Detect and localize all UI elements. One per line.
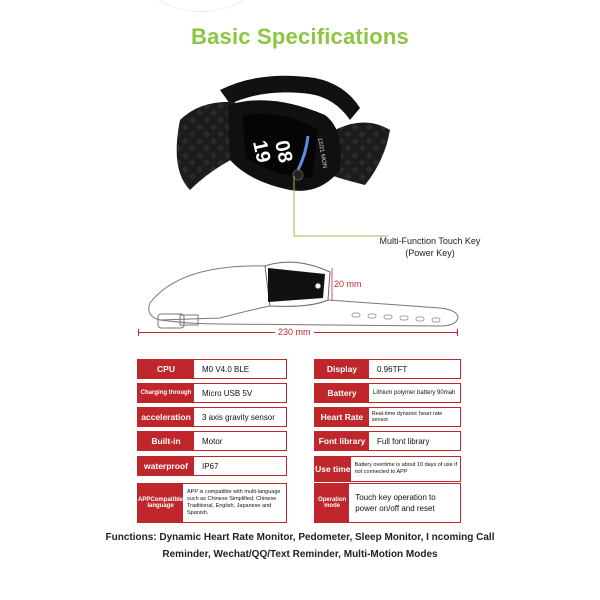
spec-label: APPCompatible language xyxy=(138,484,184,522)
decorative-circle xyxy=(140,0,262,12)
touch-key-callout: Multi-Function Touch Key (Power Key) xyxy=(360,235,500,259)
width-dimension-label: 20 mm xyxy=(334,279,362,289)
spec-label: Built-in xyxy=(138,432,194,450)
page-title: Basic Specifications xyxy=(191,24,409,49)
spec-value: Real-time dynamic heart rate sensor xyxy=(371,411,443,423)
spec-label: Heart Rate xyxy=(315,408,369,426)
spec-row-charging: Charging through Micro USB 5V xyxy=(137,383,287,403)
spec-value: APP is compatible with multi-language su… xyxy=(187,489,281,516)
spec-value: Battery overtime is about 10 days of use… xyxy=(354,462,458,475)
spec-row-cpu: CPU M0 V4.0 BLE xyxy=(137,359,287,379)
spec-row-battery: Battery Lithium polymer battery 90mah xyxy=(314,383,461,403)
spec-label: Operation mode xyxy=(315,484,350,522)
spec-label: Battery xyxy=(315,384,369,402)
spec-row-app-language: APPCompatible language APP is compatible… xyxy=(137,483,287,523)
screen-hour: 19 xyxy=(248,138,274,164)
spec-label: Charging through xyxy=(138,384,194,402)
spec-label: Font library xyxy=(315,432,369,450)
dimension-tick-left xyxy=(138,329,139,336)
spec-row-waterproof: waterproof IP67 xyxy=(137,456,287,476)
band-side-view-drawing xyxy=(148,261,459,329)
spec-row-acceleration: acceleration 3 axis gravity sensor xyxy=(137,407,287,427)
spec-label: CPU xyxy=(138,360,194,378)
spec-label: waterproof xyxy=(138,457,194,475)
spec-row-font-library: Font library Full font library xyxy=(314,431,461,451)
functions-text: Functions: Dynamic Heart Rate Monitor, P… xyxy=(0,529,600,563)
spec-row-display: Display 0.96TFT xyxy=(314,359,461,379)
callout-title: Multi-Function Touch Key xyxy=(379,236,481,246)
callout-subtitle: (Power Key) xyxy=(405,248,455,258)
spec-row-built-in: Built-in Motor xyxy=(137,431,287,451)
spec-value: Lithium polymer battery 90mah xyxy=(373,390,456,396)
spec-row-use-time: Use time Battery overtime is about 10 da… xyxy=(314,456,461,482)
functions-line-1: Functions: Dynamic Heart Rate Monitor, P… xyxy=(105,532,495,543)
spec-value: Full font library xyxy=(377,436,430,446)
spec-value: M0 V4.0 BLE xyxy=(202,364,250,374)
spec-value: Motor xyxy=(202,436,223,446)
spec-value: Touch key operation to power on/off and … xyxy=(355,493,436,513)
screen-minute: 08 xyxy=(270,138,296,164)
spec-value: IP67 xyxy=(202,461,219,471)
dimension-tick-right xyxy=(457,329,458,336)
spec-row-operation-mode: Operation mode Touch key operation to po… xyxy=(314,483,461,523)
spec-label: Use time xyxy=(315,457,351,481)
length-dimension-label: 230 mm xyxy=(275,327,314,337)
screen-date: 12/21 MON xyxy=(316,137,327,168)
spec-label: Display xyxy=(315,360,369,378)
fitness-band-image: 19 08 12/21 MON xyxy=(176,75,390,191)
functions-line-2: Reminder, Wechat/QQ/Text Reminder, Multi… xyxy=(162,549,438,560)
spec-value: 3 axis gravity sensor xyxy=(202,412,275,422)
spec-value: Micro USB 5V xyxy=(202,388,253,398)
callout-leader-line xyxy=(293,176,388,237)
spec-value: 0.96TFT xyxy=(377,364,408,374)
spec-label: acceleration xyxy=(138,408,194,426)
spec-row-heart-rate: Heart Rate Real-time dynamic heart rate … xyxy=(314,407,461,427)
